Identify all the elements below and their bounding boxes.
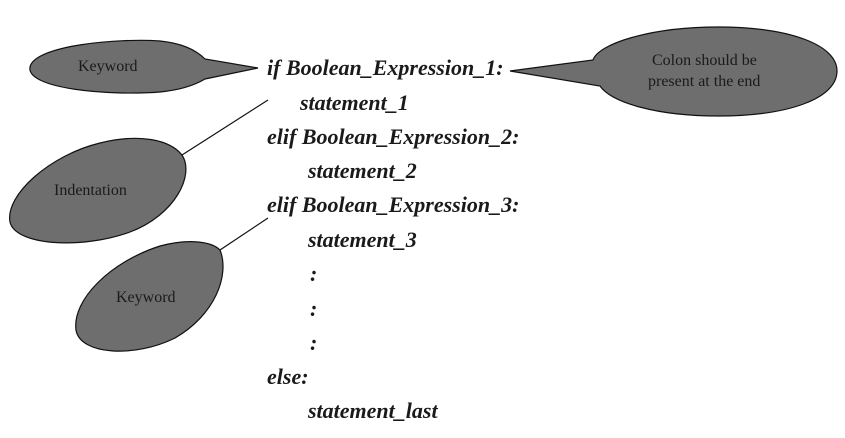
keyword-top-callout-bubble — [29, 39, 259, 94]
indentation-label: Indentation — [54, 182, 127, 199]
code-line-statement-1: statement_1 — [300, 90, 409, 115]
colon-callout-bubble — [509, 26, 838, 117]
indentation-callout-bubble — [9, 99, 269, 244]
code-line-statement-3: statement_3 — [308, 227, 417, 252]
keyword-bottom-label: Keyword — [116, 289, 176, 306]
keyword-top-label: Keyword — [78, 58, 138, 75]
code-line-elif-1: elif Boolean_Expression_2: — [267, 124, 520, 149]
code-line-ellipsis-3: : — [310, 330, 318, 355]
colon-label-line-1: Colon should be — [652, 52, 757, 69]
code-line-else: else: — [267, 364, 309, 389]
code-line-ellipsis-2: : — [310, 296, 318, 321]
keyword-bottom-callout-bubble — [75, 217, 269, 352]
code-line-statement-last: statement_last — [308, 398, 438, 423]
code-line-elif-2: elif Boolean_Expression_3: — [267, 192, 520, 217]
code-line-statement-2: statement_2 — [308, 158, 417, 183]
code-line-if: if Boolean_Expression_1: — [267, 55, 504, 80]
code-line-ellipsis-1: : — [310, 261, 318, 286]
colon-label-line-2: present at the end — [648, 73, 761, 90]
